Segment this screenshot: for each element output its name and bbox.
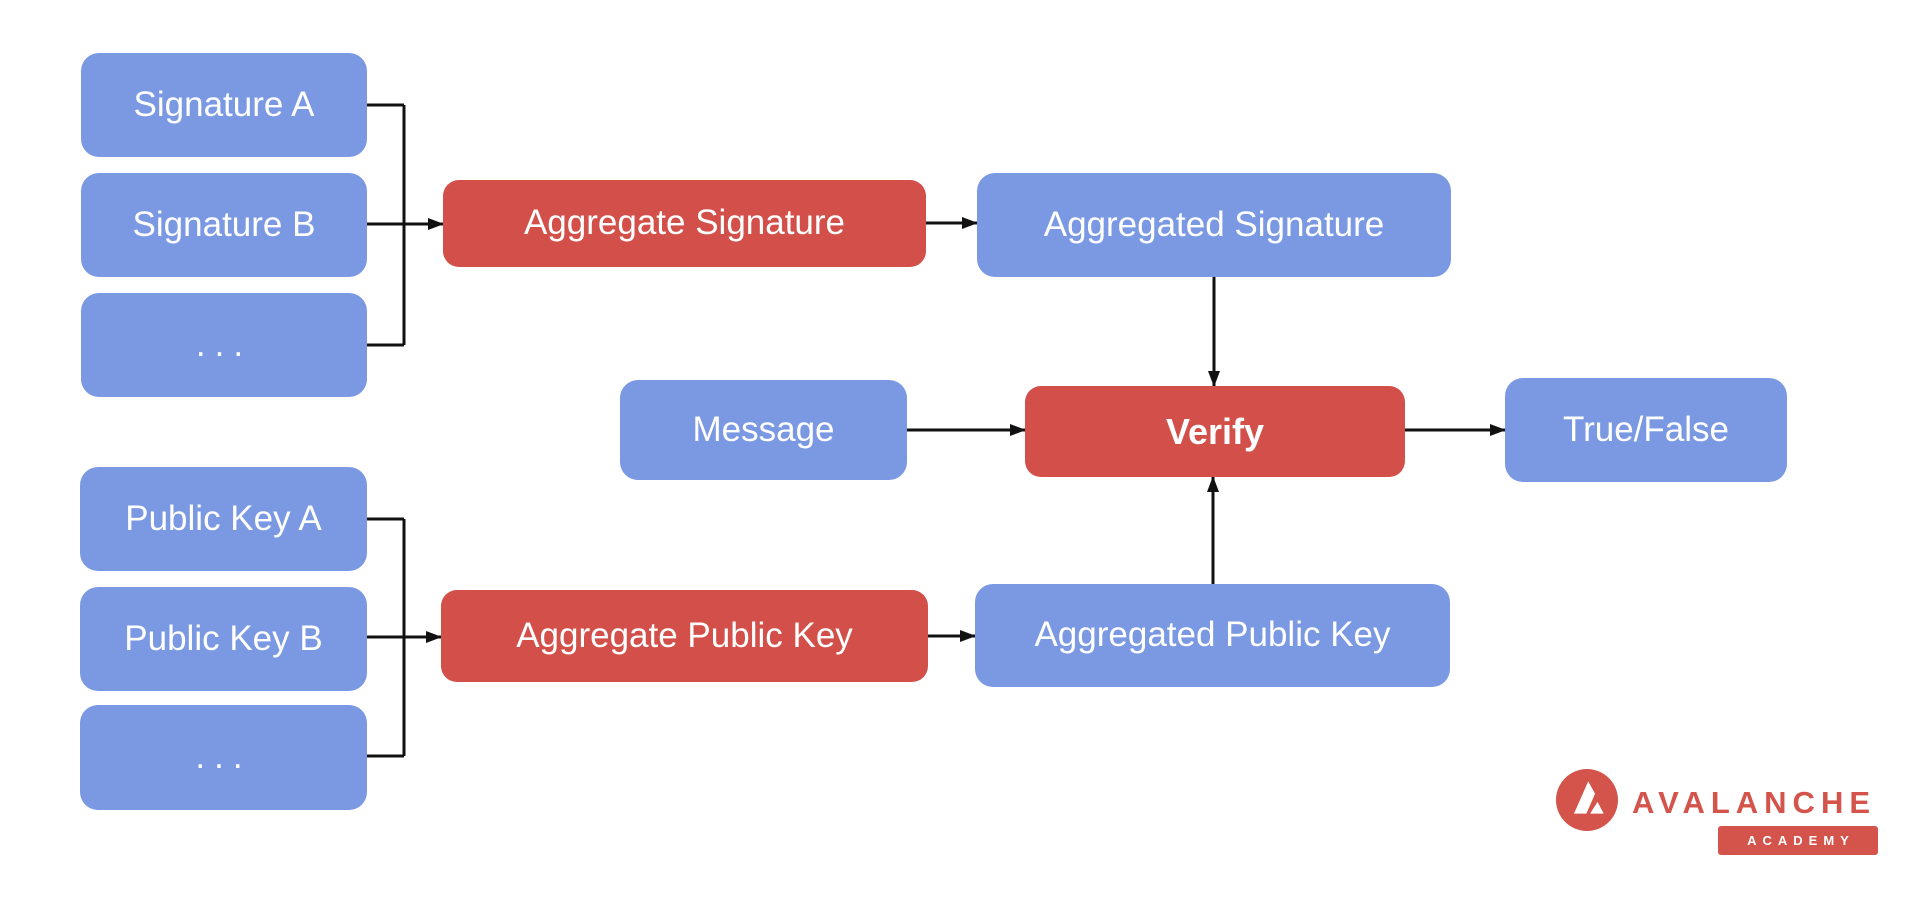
node-public-key-more: ...	[80, 705, 367, 810]
node-signature-b: Signature B	[81, 173, 367, 277]
node-aggregated-signature-label: Aggregated Signature	[1043, 204, 1385, 244]
avalanche-academy-logo: AVALANCHE ACADEMY	[1556, 768, 1880, 858]
node-true-false: True/False	[1505, 378, 1787, 482]
node-true-false-label: True/False	[1563, 409, 1729, 449]
node-aggregated-public-key: Aggregated Public Key	[975, 584, 1450, 687]
node-aggregate-signature-label: Aggregate Signature	[523, 203, 846, 243]
node-verify-label: Verify	[1165, 410, 1265, 452]
node-signature-b-label: Signature B	[132, 204, 316, 244]
node-public-key-b: Public Key B	[80, 587, 367, 691]
node-signature-more-label: ...	[195, 324, 253, 364]
node-public-key-a-label: Public Key A	[125, 498, 322, 538]
academy-badge: ACADEMY	[1718, 826, 1878, 855]
node-aggregate-public-key: Aggregate Public Key	[441, 590, 928, 682]
node-signature-a-label: Signature A	[133, 84, 315, 124]
node-aggregated-public-key-label: Aggregated Public Key	[1034, 615, 1391, 655]
node-aggregate-public-key-label: Aggregate Public Key	[516, 615, 853, 655]
avalanche-logo-icon	[1556, 769, 1618, 831]
node-signature-a: Signature A	[81, 53, 367, 157]
node-public-key-b-label: Public Key B	[124, 618, 323, 658]
avalanche-wordmark: AVALANCHE	[1632, 785, 1877, 820]
node-public-key-more-label: ...	[195, 737, 252, 777]
node-signature-more: ...	[81, 293, 367, 397]
node-message: Message	[620, 380, 907, 480]
node-aggregated-signature: Aggregated Signature	[977, 173, 1451, 277]
node-public-key-a: Public Key A	[80, 467, 367, 571]
node-message-label: Message	[692, 409, 835, 449]
node-verify: Verify	[1025, 386, 1405, 477]
node-aggregate-signature: Aggregate Signature	[443, 180, 926, 267]
